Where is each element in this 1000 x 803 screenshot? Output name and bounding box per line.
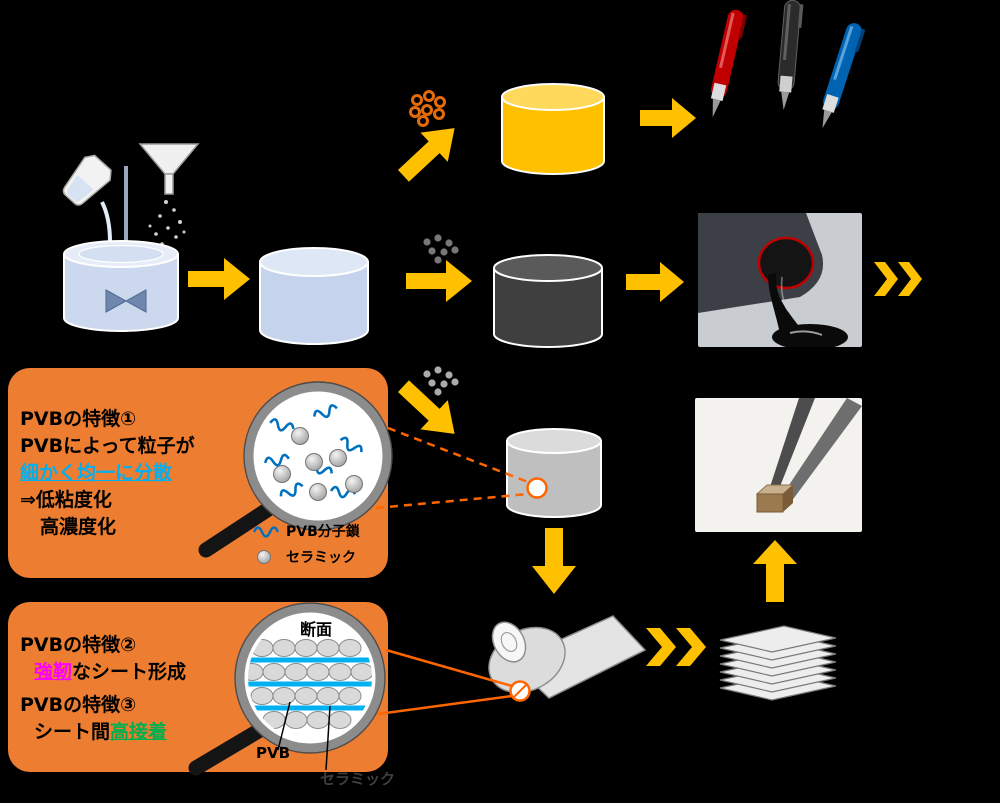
panel2-prefix2: シート間 <box>34 721 111 743</box>
ceramic-layer-label: セラミック <box>320 770 396 788</box>
sheet-stack-illustration <box>719 625 837 701</box>
pvb-feature23-panel: PVBの特徴② 強靭なシート形成 PVBの特徴③ シート間高接着 <box>8 602 388 776</box>
panel1-highlight: 細かく均一に分散 <box>20 462 173 484</box>
cross-section-magnifier <box>188 602 386 776</box>
paste-cylinder <box>493 254 603 348</box>
continue-chevrons-right-icon <box>874 262 922 296</box>
impeller-icon <box>105 289 147 313</box>
arrow-up-right-icon <box>390 112 468 188</box>
arrow-right-2-icon <box>406 260 472 302</box>
paste-photo <box>698 213 862 347</box>
dispersion-magnifier <box>198 381 393 558</box>
pens-illustration <box>710 0 866 129</box>
panel1-line1: PVBによって粒子が <box>20 435 195 457</box>
powder-dots <box>148 200 186 246</box>
sheet-slurry-cylinder <box>506 428 602 518</box>
arrow-to-paste-photo-icon <box>626 262 684 302</box>
ceramic-spheres <box>273 427 363 501</box>
particles-dark-icon <box>423 234 459 264</box>
panel1-line3: 高濃度化 <box>40 516 117 538</box>
cross-section-label: 断面 <box>299 620 332 639</box>
pvb-chain-icon <box>252 526 280 538</box>
panel2-title2: PVBの特徴③ <box>20 694 137 716</box>
sheet-roll-illustration <box>488 615 647 699</box>
tweezer-arm-1 <box>769 398 815 494</box>
panel2-highlight2: 高接着 <box>110 721 168 743</box>
mixing-vessel-group <box>62 143 200 332</box>
particles-orange-icon <box>409 90 446 127</box>
legend-row-pvb: PVB分子鎖 <box>252 518 360 544</box>
pvb-layer-label: PVB <box>256 744 291 762</box>
panel2-title1: PVBの特徴② <box>20 634 137 656</box>
funnel-icon <box>138 143 200 195</box>
panel2-feature3-line: シート間高接着 <box>34 719 186 746</box>
vessel-cylinder <box>63 240 179 332</box>
blue-pen-icon <box>822 23 866 129</box>
arrow-down-right-icon <box>390 370 468 446</box>
tweezer-arm-2 <box>781 398 862 502</box>
pvb-feature1-panel: PVBの特徴① PVBによって粒子が 細かく均一に分散 ⇒低粘度化 高濃度化 <box>8 368 393 578</box>
panel2-text-block: PVBの特徴② 強靭なシート形成 PVBの特徴③ シート間高接着 <box>20 632 186 746</box>
ceramic-leader-line <box>325 705 331 771</box>
tweezers-photo <box>695 398 862 532</box>
panel1-text-block: PVBの特徴① PVBによって粒子が 細かく均一に分散 ⇒低粘度化 高濃度化 <box>20 406 195 541</box>
arrow-down-icon <box>532 528 576 594</box>
ceramic-particle-icon <box>257 550 271 564</box>
pour-stream <box>100 201 112 243</box>
slurry-cylinder <box>259 247 369 345</box>
red-pen-icon <box>710 9 747 118</box>
mlcc-chip-icon <box>755 484 795 513</box>
ink-cylinder <box>501 83 605 175</box>
arrow-to-pens-icon <box>640 98 696 138</box>
magnifier-handle-2 <box>188 722 268 776</box>
magnifier-handle-1 <box>198 500 278 558</box>
legend-row-ceramic: セラミック <box>252 544 360 570</box>
arrow-up-icon <box>753 540 797 602</box>
panel2-rest1: なシート形成 <box>72 661 187 683</box>
pvb-leader-line <box>277 701 291 751</box>
legend: PVB分子鎖 セラミック <box>252 518 360 570</box>
panel1-title: PVBの特徴① <box>20 408 137 430</box>
arrow-right-1-icon <box>188 258 250 300</box>
black-pen-icon <box>777 0 804 110</box>
legend-pvb-label: PVB分子鎖 <box>286 524 360 540</box>
panel1-line2: ⇒低粘度化 <box>20 489 112 511</box>
sheet-chevrons-right-icon <box>646 628 706 666</box>
stirrer-rod <box>124 166 128 304</box>
panel2-highlight1: 強靭 <box>34 661 73 683</box>
sheet-cross-section <box>248 639 372 729</box>
particles-gray-icon <box>423 366 459 396</box>
pouring-flask-icon <box>62 154 112 206</box>
legend-ceramic-label: セラミック <box>286 550 356 566</box>
panel2-feature2-line: 強靭なシート形成 <box>34 659 186 686</box>
